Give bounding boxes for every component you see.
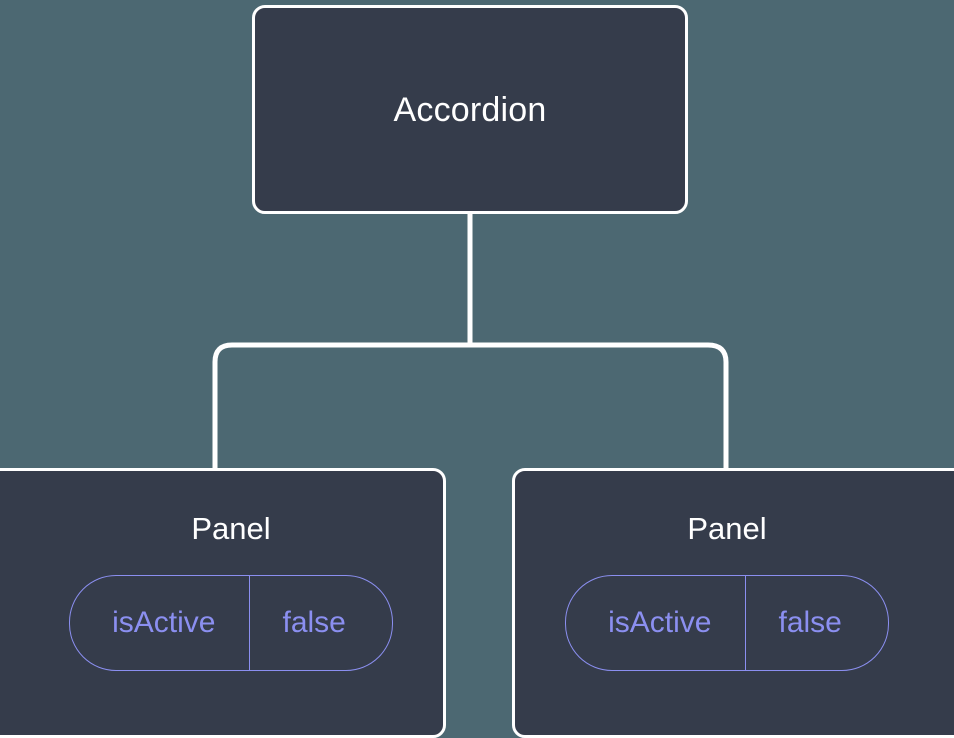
prop-pill-panel-right[interactable]: isActive false bbox=[565, 575, 889, 671]
node-accordion-label: Accordion bbox=[393, 90, 547, 129]
prop-value-isactive[interactable]: false bbox=[249, 576, 391, 670]
node-panel-left[interactable]: Panel isActive false bbox=[0, 468, 446, 738]
node-accordion[interactable]: Accordion bbox=[252, 5, 688, 214]
node-panel-right[interactable]: Panel isActive false bbox=[512, 468, 954, 738]
prop-key-isactive: isActive bbox=[112, 606, 216, 639]
prop-pill-panel-left[interactable]: isActive false bbox=[69, 575, 393, 671]
node-panel-right-label: Panel bbox=[687, 511, 767, 546]
prop-key-isactive: isActive bbox=[608, 606, 712, 639]
prop-value-isactive[interactable]: false bbox=[745, 576, 887, 670]
node-panel-left-label: Panel bbox=[191, 511, 271, 546]
connector-branch-right bbox=[470, 342, 729, 470]
connector-branch-left bbox=[212, 342, 470, 470]
